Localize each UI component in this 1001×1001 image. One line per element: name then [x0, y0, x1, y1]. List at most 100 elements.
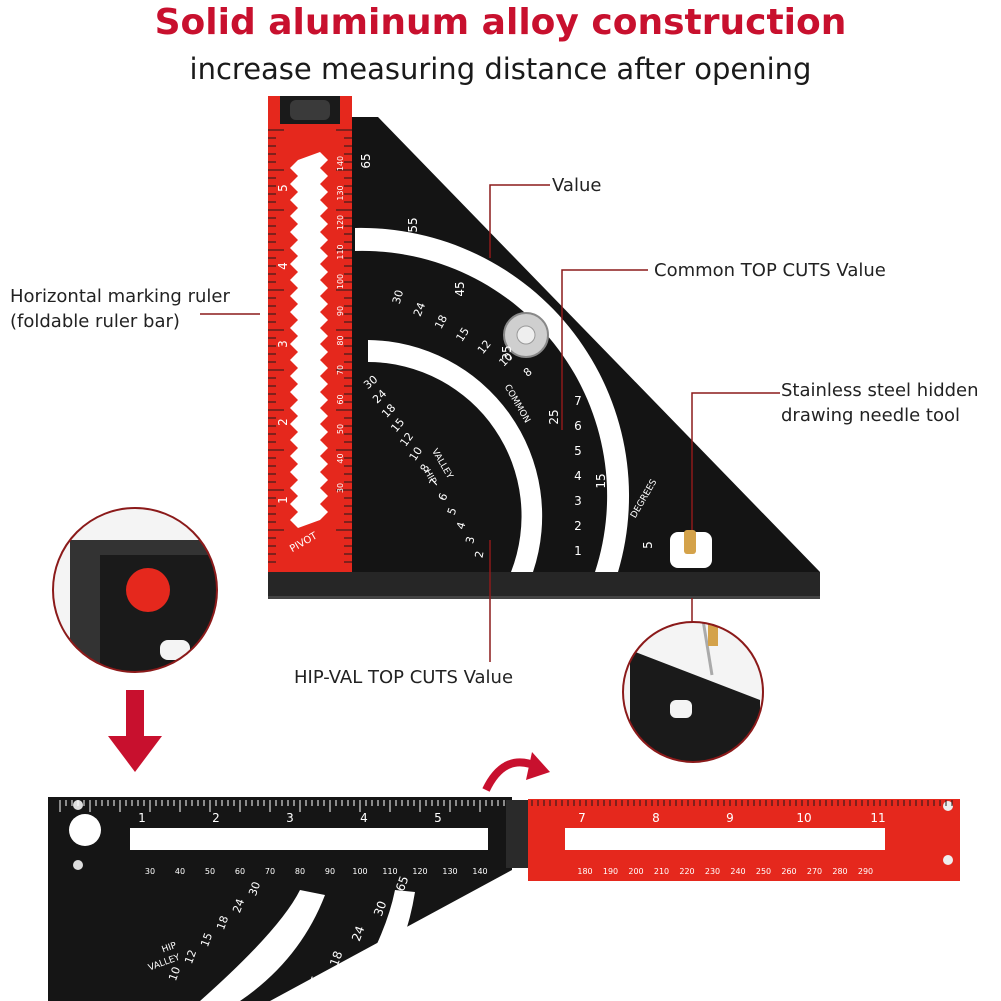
triangle-body — [350, 117, 820, 572]
bottom-zigzag-left — [130, 828, 488, 850]
ruler-mm-label: 50 — [336, 424, 345, 434]
bottom-mm-label: 30 — [145, 867, 155, 876]
ruler-mm-label: 60 — [336, 394, 345, 404]
bottom-common-label: 15 — [305, 974, 323, 993]
bottom-mm-label: 40 — [175, 867, 185, 876]
common-scale-label: 6 — [574, 419, 582, 433]
ruler-mm-label: 120 — [336, 215, 345, 230]
page-subtitle: increase measuring distance after openin… — [189, 52, 812, 86]
degree-label: 55 — [406, 217, 420, 232]
bottom-hip-label: 10 — [166, 965, 183, 983]
ruler-mm-label: 130 — [336, 185, 345, 200]
bottom-mm-label: 250 — [756, 867, 771, 876]
rafter-square-top — [268, 96, 820, 599]
bottom-hinge — [506, 800, 528, 868]
bottom-hip-label: 12 — [182, 948, 199, 966]
degree-label: 25 — [547, 409, 561, 424]
bottom-mm-label: 220 — [679, 867, 694, 876]
hip-scale-label: 6 — [436, 491, 451, 503]
bottom-inch-label: 11 — [870, 811, 885, 825]
bottom-mm-label: 80 — [295, 867, 305, 876]
ruler-mm-label: 110 — [336, 244, 345, 259]
unfolded-black-body — [48, 797, 512, 1001]
ruler-mm-label: 90 — [336, 306, 345, 316]
bottom-hip-label: 15 — [198, 931, 215, 949]
ruler-inch-label: 4 — [276, 262, 290, 270]
page-title: Solid aluminum alloy construction — [154, 2, 847, 43]
hip-scale-label: 10 — [407, 444, 426, 463]
common-scale-label: 30 — [390, 288, 406, 305]
bottom-inch-label: 3 — [286, 811, 294, 825]
bottom-mm-label: 50 — [205, 867, 215, 876]
callout-hip-val: HIP-VAL TOP CUTS Value — [294, 667, 514, 688]
bottom-zigzag-right — [565, 828, 885, 850]
ruler-inch-label: 3 — [276, 340, 290, 348]
degree-label: 45 — [453, 281, 467, 296]
bottom-inch-label: 8 — [652, 811, 660, 825]
common-scale-label: 5 — [574, 444, 582, 458]
bottom-inch-label: 10 — [796, 811, 811, 825]
bottom-hip-word: HIP — [161, 941, 179, 956]
ruler-inch-label: 1 — [276, 496, 290, 504]
bottom-mm-label: 270 — [807, 867, 822, 876]
degree-label: 65 — [359, 153, 373, 168]
bottom-mm-label: 130 — [442, 867, 457, 876]
ruler-inch-label: 2 — [276, 418, 290, 426]
bottom-inch-label: 5 — [434, 811, 442, 825]
bottom-inch-label: 1 — [138, 811, 146, 825]
bottom-mm-label: 180 — [577, 867, 592, 876]
bottom-mm-label: 110 — [382, 867, 397, 876]
ruler-inch-label: 5 — [276, 184, 290, 192]
ruler-mm-label: 140 — [336, 156, 345, 171]
common-scale-label: 4 — [574, 469, 582, 483]
callout-common-top-cuts: Common TOP CUTS Value — [654, 260, 886, 281]
common-scale-label: 18 — [432, 313, 450, 331]
degree-label: 5 — [641, 541, 655, 549]
bottom-hip-label: 18 — [214, 914, 231, 932]
bottom-inch-label: 2 — [212, 811, 220, 825]
rafter-square-unfolded — [48, 797, 960, 1001]
bottom-mm-label: 60 — [235, 867, 245, 876]
bottom-mm-label: 120 — [412, 867, 427, 876]
ruler-mm-label: 30 — [336, 483, 345, 493]
callout-ruler-line1: Horizontal marking ruler — [10, 286, 230, 307]
bottom-mm-label: 200 — [628, 867, 643, 876]
ruler-zigzag-slot — [290, 152, 328, 528]
bottom-mm-label: 290 — [858, 867, 873, 876]
needle-detail-circle — [622, 621, 764, 763]
bottom-common-label: 18 — [327, 949, 345, 968]
bottom-mm-label: 100 — [352, 867, 367, 876]
bottom-inch-label: 7 — [578, 811, 586, 825]
hip-scale-label: 2 — [473, 550, 487, 559]
bottom-mm-label: 140 — [472, 867, 487, 876]
common-scale-label: 15 — [454, 325, 473, 344]
callout-ruler-line2: (foldable ruler bar) — [10, 311, 180, 332]
bottom-mm-label: 210 — [654, 867, 669, 876]
callout-lines — [200, 184, 780, 662]
common-scale-label: 3 — [574, 494, 582, 508]
hip-slot — [368, 340, 543, 572]
down-arrow-icon — [108, 690, 162, 772]
bottom-common-label: 24 — [349, 924, 367, 943]
ruler-mm-label: 100 — [336, 274, 345, 289]
common-scale-label: 1 — [574, 544, 582, 558]
callout-value: Value — [552, 175, 602, 196]
common-scale-label: 24 — [411, 301, 428, 319]
bottom-inch-label: 4 — [360, 811, 368, 825]
bottom-hip-label: 24 — [230, 897, 247, 915]
needle-tip — [684, 530, 696, 554]
bottom-mm-label: 260 — [781, 867, 796, 876]
bottom-mm-label: 70 — [265, 867, 275, 876]
bottom-mm-label: 230 — [705, 867, 720, 876]
callout-needle-line1: Stainless steel hidden — [781, 380, 979, 401]
hip-scale-label: 5 — [445, 506, 460, 517]
degree-label: 35 — [500, 345, 514, 360]
ruler-mm-label: 70 — [336, 365, 345, 375]
common-scale-label: 2 — [574, 519, 582, 533]
hip-scale-label: 4 — [454, 520, 468, 530]
degree-label: 15 — [594, 473, 608, 488]
bottom-inch-label: 9 — [726, 811, 734, 825]
pivot-detail-circle — [52, 507, 218, 673]
bottom-mm-label: 90 — [325, 867, 335, 876]
unfold-arrow-icon — [482, 752, 550, 792]
